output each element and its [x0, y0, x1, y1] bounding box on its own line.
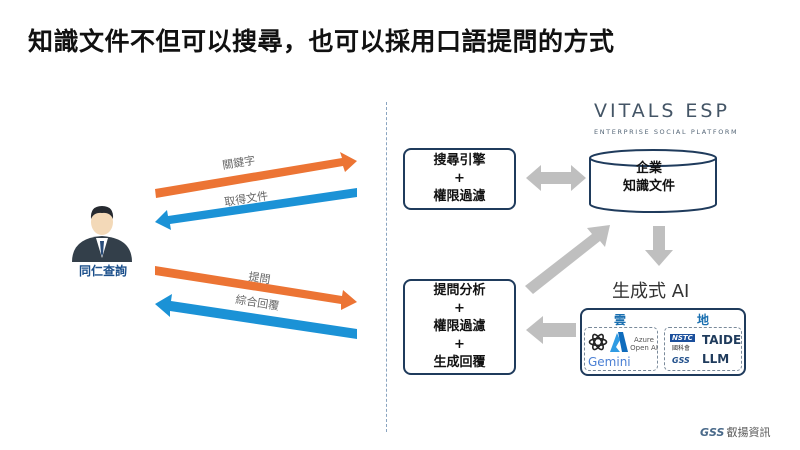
footer-company-name: 叡揚資訊 — [726, 426, 771, 439]
gss-model-logo: GSS — [672, 356, 690, 365]
keyword-arrow — [155, 152, 357, 198]
section-divider — [386, 102, 387, 432]
ai-to-qa-arrow — [526, 316, 576, 344]
db-to-ai-arrow — [645, 226, 673, 266]
qa-box-line3: 權限過濾 — [433, 319, 486, 334]
cloud-header: 雲 — [614, 313, 627, 327]
vitals-esp-tagline: ENTERPRISE SOCIAL PLATFORM — [594, 128, 739, 136]
database-line1: 企業 — [635, 161, 662, 176]
answer-arrow — [155, 294, 357, 339]
llm-label: LLM — [702, 352, 730, 366]
search-box-line3: 權限過濾 — [433, 189, 486, 204]
qa-to-db-arrow — [525, 225, 610, 294]
keyword-label: 關鍵字 — [221, 153, 256, 172]
database-label: 企業 知識文件 — [592, 160, 706, 196]
nstc-chinese-label: 國科會 — [672, 345, 691, 352]
database-line2: 知識文件 — [622, 179, 675, 194]
nstc-logo: NSTC — [670, 334, 695, 342]
azure-line1: Azure — [634, 336, 654, 344]
database-cylinder-icon — [589, 149, 717, 213]
search-box-line2: + — [454, 171, 465, 186]
search-box-line1: 搜尋引擎 — [433, 153, 486, 168]
ai-models-panel — [580, 308, 746, 376]
page-title: 知識文件不但可以搜尋，也可以採用口語提問的方式 — [28, 27, 615, 56]
get-docs-label: 取得文件 — [223, 188, 269, 209]
get-docs-arrow — [155, 188, 357, 230]
qa-box-line2: + — [454, 301, 465, 316]
azure-icon — [610, 332, 628, 352]
gen-ai-label: 生成式 AI — [612, 281, 690, 302]
qa-box-line4: + — [454, 337, 465, 352]
search-db-double-arrow — [526, 165, 586, 191]
gemini-logo: Gemini — [588, 355, 631, 369]
qa-box-line1: 提問分析 — [433, 283, 486, 298]
taide-label: TAIDE — [702, 333, 742, 347]
person-label: 同仁查詢 — [78, 264, 127, 278]
qa-box-line5: 生成回覆 — [433, 355, 486, 370]
answer-label: 綜合回覆 — [235, 292, 281, 313]
vitals-esp-logo: VITALS ESP — [594, 100, 730, 122]
on-premise-models-box — [664, 327, 742, 371]
question-arrow — [155, 266, 357, 310]
qa-analysis-box: 提問分析 + 權限過濾 + 生成回覆 — [403, 279, 516, 375]
azure-openai-label: Azure Open AI — [630, 336, 658, 352]
question-label: 提問 — [248, 270, 272, 286]
openai-icon — [588, 333, 608, 351]
ground-header: 地 — [697, 313, 710, 327]
cloud-models-box — [584, 327, 658, 371]
search-engine-box: 搜尋引擎 + 權限過濾 — [403, 148, 516, 210]
person-icon — [72, 206, 132, 262]
azure-line2: Open AI — [630, 344, 658, 352]
footer-gss-logo: GSS — [700, 426, 725, 439]
